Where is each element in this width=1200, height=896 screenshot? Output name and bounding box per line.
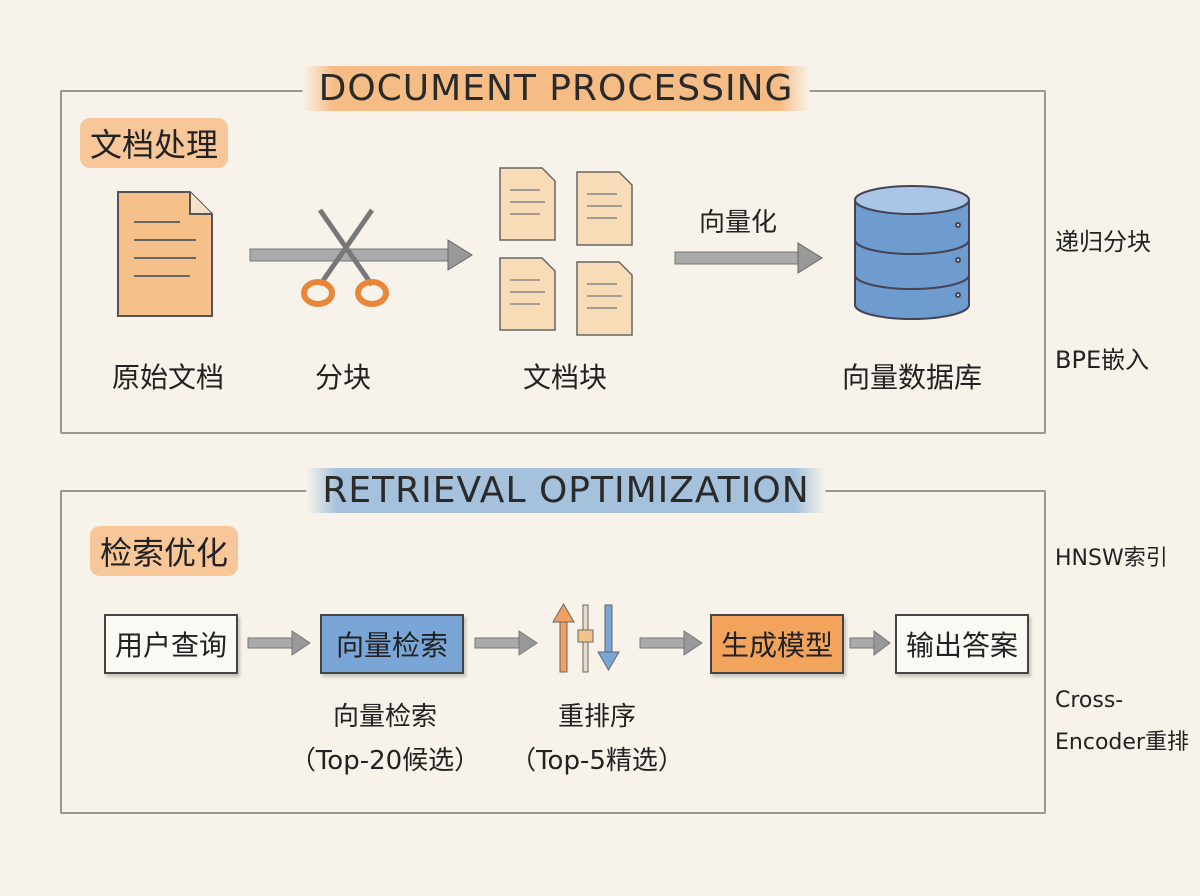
arrow-4 (849, 630, 891, 656)
document-chunks-icon (499, 167, 633, 336)
side-note-bpe-embedding: BPE嵌入 (1055, 346, 1150, 374)
doc-processing-title: DOCUMENT PROCESSING (302, 66, 810, 111)
document-icon (117, 191, 213, 317)
box-user-query: 用户查询 (104, 614, 238, 674)
side-note-recursive-chunking: 递归分块 (1055, 228, 1151, 256)
sub-label-vector-search: 向量检索 (332, 702, 438, 732)
box-output-answer: 输出答案 (895, 614, 1029, 674)
arrow-3 (639, 630, 703, 656)
step-label-chunking: 分块 (314, 361, 372, 394)
arrow-1 (247, 630, 311, 656)
retrieval-title: RETRIEVAL OPTIMIZATION (306, 468, 826, 513)
database-icon (854, 185, 970, 320)
retrieval-section-label: 检索优化 (90, 526, 239, 576)
arrow-2 (474, 630, 538, 656)
step-label-chunks: 文档块 (522, 361, 608, 394)
box-generation-model: 生成模型 (710, 614, 844, 674)
scissors-icon (301, 208, 389, 307)
sub-label-top5: （Top-5精选） (510, 746, 684, 776)
box-vector-search: 向量检索 (320, 614, 464, 674)
arrow-vectorize (674, 242, 823, 274)
rerank-sliders-icon (552, 603, 620, 673)
sub-label-top20: （Top-20候选） (289, 746, 481, 776)
sub-label-rerank: 重排序 (557, 702, 637, 732)
step-label-raw-document: 原始文档 (111, 361, 225, 394)
side-note-hnsw: HNSW索引 (1055, 546, 1168, 571)
doc-processing-section-label: 文档处理 (80, 118, 229, 168)
side-note-cross: Cross- (1055, 688, 1124, 713)
step-label-vector-db: 向量数据库 (841, 361, 983, 394)
arrow-label-vectorize: 向量化 (698, 208, 778, 238)
side-note-encoder-rerank: Encoder重排 (1055, 730, 1189, 755)
